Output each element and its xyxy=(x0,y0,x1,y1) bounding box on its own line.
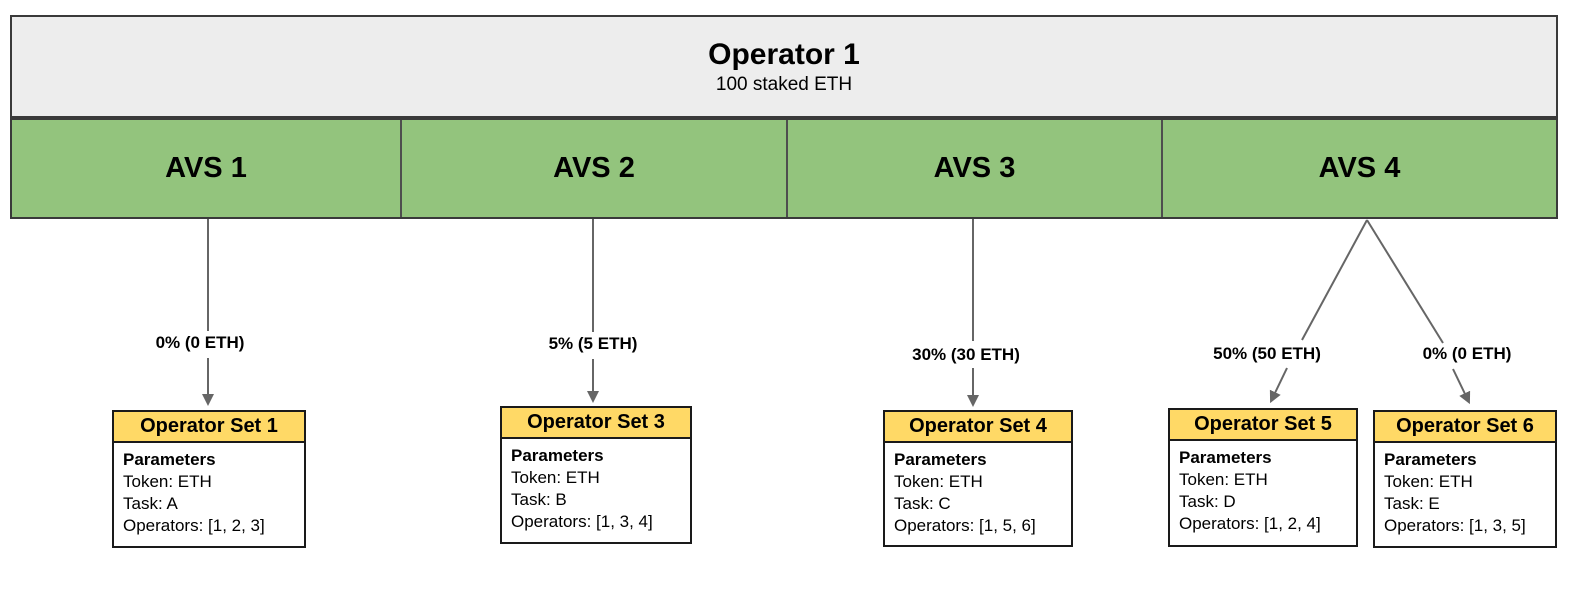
operator-set-6-body: Parameters Token: ETH Task: E Operators:… xyxy=(1375,443,1555,541)
operators-line: Operators: [1, 2, 4] xyxy=(1179,514,1321,533)
operator-box: Operator 1 100 staked ETH xyxy=(10,15,1558,118)
task-line: Task: E xyxy=(1384,494,1440,513)
operator-set-card-1: Operator Set 1 Parameters Token: ETH Tas… xyxy=(112,410,306,548)
arrow-avs4-to-set5-upper xyxy=(1301,219,1368,341)
avs-cell-3: AVS 3 xyxy=(788,120,1163,217)
operators-line: Operators: [1, 3, 5] xyxy=(1384,516,1526,535)
operator-title: Operator 1 xyxy=(708,37,860,71)
params-heading: Parameters xyxy=(123,450,216,469)
params-heading: Parameters xyxy=(894,450,987,469)
token-line: Token: ETH xyxy=(1179,470,1268,489)
operator-subtitle: 100 staked ETH xyxy=(715,73,853,95)
arrow-avs4-to-set6-upper xyxy=(1366,219,1444,344)
params-heading: Parameters xyxy=(1384,450,1477,469)
avs-band: AVS 1 AVS 2 AVS 3 AVS 4 xyxy=(10,118,1558,219)
avs-cell-1: AVS 1 xyxy=(12,120,402,217)
operators-line: Operators: [1, 2, 3] xyxy=(123,516,265,535)
token-line: Token: ETH xyxy=(894,472,983,491)
allocation-label-avs4-left: 50% (50 ETH) xyxy=(1209,344,1325,364)
allocation-label-avs1: 0% (0 ETH) xyxy=(151,333,249,353)
task-line: Task: A xyxy=(123,494,178,513)
operator-set-6-title: Operator Set 6 xyxy=(1375,412,1555,443)
token-line: Token: ETH xyxy=(1384,472,1473,491)
operator-set-card-3: Operator Set 3 Parameters Token: ETH Tas… xyxy=(500,406,692,544)
operator-set-5-body: Parameters Token: ETH Task: D Operators:… xyxy=(1170,441,1356,539)
operator-set-5-title: Operator Set 5 xyxy=(1170,410,1356,441)
operator-set-3-title: Operator Set 3 xyxy=(502,408,690,439)
task-line: Task: B xyxy=(511,490,567,509)
avs-cell-4: AVS 4 xyxy=(1163,120,1556,217)
operator-set-1-title: Operator Set 1 xyxy=(114,412,304,443)
arrow-avs4-to-set5-lower xyxy=(1269,367,1288,404)
operator-set-card-4: Operator Set 4 Parameters Token: ETH Tas… xyxy=(883,410,1073,547)
operator-set-1-body: Parameters Token: ETH Task: A Operators:… xyxy=(114,443,304,541)
task-line: Task: C xyxy=(894,494,951,513)
operators-line: Operators: [1, 3, 4] xyxy=(511,512,653,531)
operator-set-4-body: Parameters Token: ETH Task: C Operators:… xyxy=(885,443,1071,541)
allocation-label-avs4-right: 0% (0 ETH) xyxy=(1418,344,1516,364)
token-line: Token: ETH xyxy=(511,468,600,487)
params-heading: Parameters xyxy=(1179,448,1272,467)
operator-set-3-body: Parameters Token: ETH Task: B Operators:… xyxy=(502,439,690,537)
allocation-label-avs3: 30% (30 ETH) xyxy=(908,345,1024,365)
task-line: Task: D xyxy=(1179,492,1236,511)
operator-set-card-6: Operator Set 6 Parameters Token: ETH Tas… xyxy=(1373,410,1557,548)
operator-set-card-5: Operator Set 5 Parameters Token: ETH Tas… xyxy=(1168,408,1358,547)
operators-line: Operators: [1, 5, 6] xyxy=(894,516,1036,535)
arrow-avs4-to-set6-lower xyxy=(1452,368,1471,405)
params-heading: Parameters xyxy=(511,446,604,465)
allocation-label-avs2: 5% (5 ETH) xyxy=(544,334,642,354)
token-line: Token: ETH xyxy=(123,472,212,491)
operator-set-4-title: Operator Set 4 xyxy=(885,412,1071,443)
avs-cell-2: AVS 2 xyxy=(402,120,788,217)
